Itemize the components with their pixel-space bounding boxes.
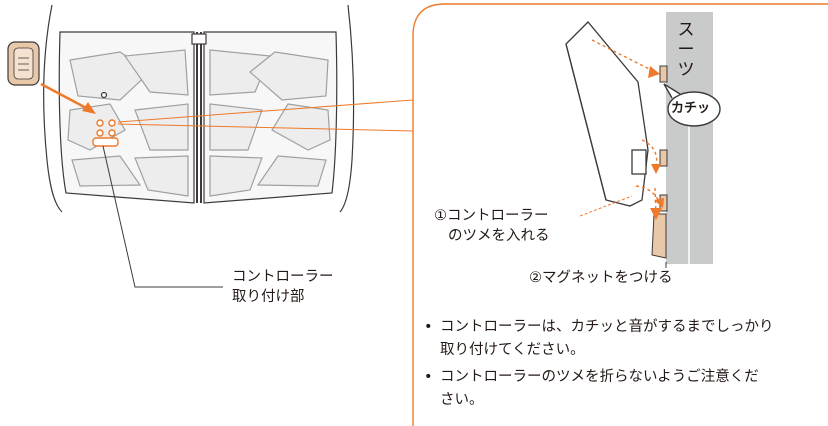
bullet-icon: • — [424, 319, 433, 335]
mount-leader-line — [102, 145, 223, 288]
note-2-line2: さい。 — [440, 392, 484, 408]
skin-edge — [651, 213, 667, 259]
suit-char-2: ー — [677, 40, 695, 60]
note-1-line2: 取り付けてください。 — [440, 342, 585, 358]
note-2-line1: コントローラーのツメを折らないようご注意くだ — [440, 369, 759, 385]
step1-label-line2: のツメを入れる — [448, 228, 550, 244]
zoom-line-bottom — [117, 123, 414, 132]
belt-icon — [43, 4, 355, 213]
suit-fabric-icon — [666, 12, 713, 264]
step2-label: ②マグネットをつける — [529, 270, 673, 286]
orange-arrow-icon — [40, 82, 96, 114]
click-sound-label: カチッ — [671, 101, 711, 116]
controller-side-view — [565, 21, 649, 207]
controller-icon — [7, 41, 40, 86]
mount-label-line2: 取り付け部 — [232, 289, 305, 305]
bullet-icon: • — [424, 369, 433, 385]
suit-char-1: ス — [677, 20, 695, 40]
controller-mount — [92, 119, 119, 147]
step1-label-line1: ①コントローラー — [434, 208, 549, 224]
magnet-top — [659, 65, 668, 83]
note-item: • コントローラーのツメを折らないようご注意くだ さい。 — [424, 366, 824, 412]
speech-bubble-icon — [663, 83, 721, 127]
suit-char-3: ツ — [677, 60, 695, 80]
mount-label-line1: コントローラー — [232, 269, 334, 285]
detail-panel — [412, 3, 828, 426]
note-item: • コントローラーは、カチッと音がするまでしっかり 取り付けてください。 — [424, 316, 824, 362]
magnet-mid — [659, 149, 668, 167]
zoom-line-top — [117, 99, 414, 123]
suit-label: ス ー ツ — [676, 20, 696, 80]
arrow-heads — [648, 66, 664, 220]
step1-leader-line — [579, 195, 633, 217]
mount-label: コントローラー 取り付け部 — [232, 267, 334, 307]
note-1-line1: コントローラーは、カチッと音がするまでしっかり — [440, 319, 774, 335]
step1-label: ①コントローラー のツメを入れる — [434, 206, 550, 246]
notes-list: • コントローラーは、カチッと音がするまでしっかり 取り付けてください。 • コ… — [424, 316, 824, 412]
